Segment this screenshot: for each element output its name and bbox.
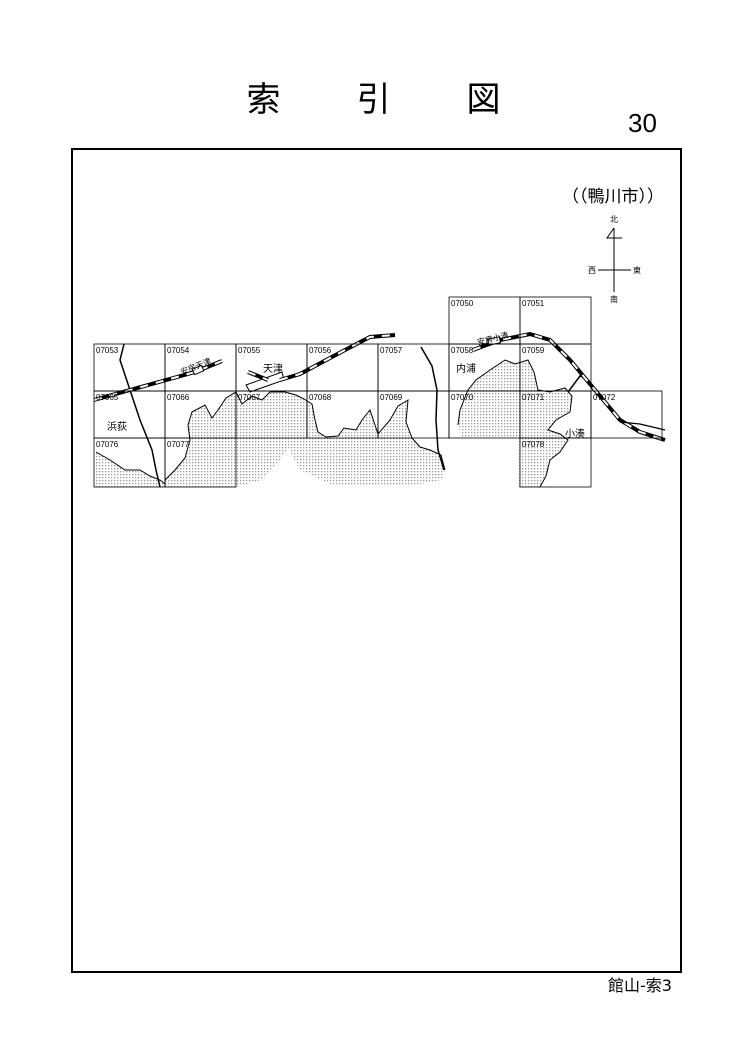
index-grid: 07050 07051 07053 07054 07055 07056 07057 07058… bbox=[93, 296, 663, 488]
grid-cell-label: 07053 bbox=[96, 346, 119, 355]
compass-icon bbox=[598, 227, 631, 292]
grid-cell bbox=[590, 390, 663, 439]
grid-cell-label: 07057 bbox=[380, 346, 403, 355]
map-frame bbox=[71, 148, 682, 973]
compass-south: 南 bbox=[610, 294, 618, 304]
place-amatsu: 天津 bbox=[263, 363, 283, 375]
footer-label: 館山-索3 bbox=[608, 976, 672, 995]
grid-cell-label: 07070 bbox=[451, 393, 474, 402]
grid-cell-label: 07077 bbox=[167, 440, 190, 449]
grid-cell-label: 07065 bbox=[96, 393, 119, 402]
railway bbox=[93, 331, 666, 442]
grid-cell-label: 07078 bbox=[522, 440, 545, 449]
title-char: 索 bbox=[246, 80, 281, 120]
station-marks bbox=[191, 336, 502, 376]
title-char: 図 bbox=[466, 80, 501, 120]
grid-cell-label: 07072 bbox=[593, 393, 616, 402]
grid-cell-label: 07059 bbox=[522, 346, 545, 355]
grid-cell bbox=[164, 437, 237, 488]
grid-cell-label: 07050 bbox=[451, 299, 474, 308]
sea-area bbox=[94, 360, 572, 487]
title-char: 引 bbox=[356, 80, 391, 120]
grid-cell-label: 07071 bbox=[522, 393, 545, 402]
page-number: 30 bbox=[628, 108, 657, 138]
grid-cell-label: 07076 bbox=[96, 440, 119, 449]
grid-cell-label: 07069 bbox=[380, 393, 403, 402]
grid-cell-label: 07067 bbox=[238, 393, 261, 402]
place-hamaogi: 浜荻 bbox=[107, 421, 127, 433]
grid-cell-label: 07056 bbox=[309, 346, 332, 355]
compass-west: 西 bbox=[588, 266, 596, 275]
compass-north: 北 bbox=[610, 215, 618, 224]
grid-cell-label: 07066 bbox=[167, 393, 190, 402]
place-uchiura: 内浦 bbox=[456, 362, 476, 375]
grid-cell-label: 07054 bbox=[167, 346, 190, 355]
page-title: 索引図 bbox=[0, 72, 747, 121]
grid-cell bbox=[519, 437, 592, 488]
compass-east: 東 bbox=[633, 265, 641, 275]
grid-cell-label: 07051 bbox=[522, 299, 545, 308]
city-label: （（鴨川市）） bbox=[562, 187, 664, 207]
grid-cell-label: 07068 bbox=[309, 393, 332, 402]
grid-cell-label: 07058 bbox=[451, 346, 474, 355]
grid-cell-label: 07055 bbox=[238, 346, 261, 355]
place-kominato: 小湊 bbox=[565, 427, 585, 440]
